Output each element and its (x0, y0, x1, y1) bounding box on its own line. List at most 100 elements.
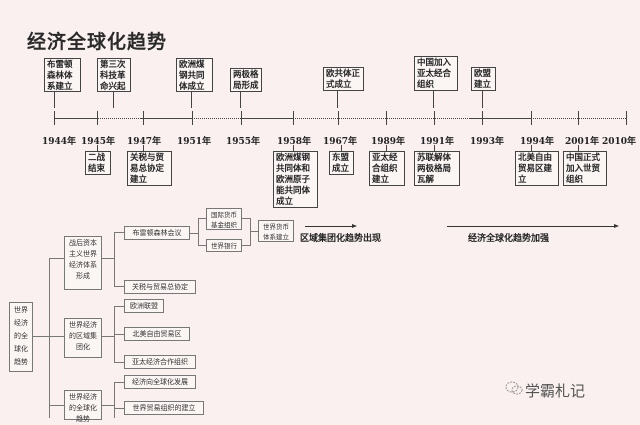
year-label: 1993年 (470, 137, 505, 147)
year-label: 1991年 (420, 137, 455, 147)
year-label: 1958年 (277, 137, 312, 147)
tree-node-nafta: 北美自由贸易区 (124, 327, 190, 341)
tick (338, 111, 339, 125)
tree-line (102, 336, 114, 337)
tick (241, 111, 242, 125)
year-label: 1967年 (323, 137, 358, 147)
event-box-1951: 欧洲煤钢共同体成立 (176, 58, 213, 92)
year-label: 1944年 (42, 137, 77, 147)
tree-branch-global: 世界经济的全球化趋势 (64, 390, 102, 423)
regional-trend-label: 区域集团化趋势出现 (300, 234, 382, 244)
year-label: 1994年 (520, 137, 555, 147)
tree-node-gatt: 关税与贸易总协定 (124, 280, 196, 294)
event-box-2001-below: 中国正式加入世贸组织 (563, 151, 607, 186)
tree-root: 世界经济的全球化趋势 (9, 302, 33, 372)
wechat-icon (505, 381, 523, 395)
tick (626, 111, 627, 125)
tree-line (49, 336, 64, 337)
connector (143, 145, 144, 151)
connector (97, 145, 98, 151)
global-trend-label: 经济全球化趋势加强 (468, 234, 550, 244)
tree-line (198, 245, 206, 246)
year-label: 1947年 (127, 137, 162, 147)
connector (240, 92, 241, 108)
event-box-1991: 中国加入亚太经合组织 (414, 56, 458, 91)
event-box-1947-below: 关税与贸易总协定建立 (127, 151, 172, 186)
tree-branch-regional: 世界经济的区域集团化 (64, 318, 102, 358)
tree-line (198, 218, 199, 245)
tree-node-world-bank: 世界银行 (206, 239, 242, 252)
event-box-1993: 欧盟建立 (471, 67, 496, 91)
connector (482, 91, 483, 108)
year-label: 1955年 (226, 137, 261, 147)
tree-node-monetary-system: 世界货币体系建立 (258, 220, 294, 242)
tree-line (49, 405, 64, 406)
trend-arrow (447, 224, 619, 228)
tree-node-eu: 欧洲联盟 (124, 299, 164, 313)
event-box-1945: 第三次科技革命兴起 (97, 58, 131, 92)
timeline-axis (97, 118, 141, 119)
tree-line (49, 258, 64, 259)
event-box-1944: 布雷顿森林体系建立 (44, 58, 81, 92)
tick (192, 111, 193, 125)
tree-line (114, 408, 124, 409)
connector (113, 92, 114, 108)
timeline-axis (141, 118, 191, 119)
year-label: 1989年 (371, 137, 406, 147)
tick (293, 111, 294, 125)
tree-line (242, 218, 250, 219)
tick (531, 111, 532, 125)
connector (434, 145, 435, 151)
connector (191, 92, 192, 108)
tree-line (114, 232, 115, 286)
tree-line (242, 245, 250, 246)
tree-line (198, 218, 206, 219)
page-title: 经济全球化趋势 (27, 31, 168, 53)
event-box-1989-below: 亚太经合组织建立 (369, 151, 405, 186)
tree-line (114, 286, 124, 287)
tree-line (250, 218, 251, 246)
year-label: 2010年 (602, 137, 637, 147)
event-box-1945-below: 二战结束 (85, 151, 111, 175)
tick (578, 111, 579, 125)
tree-branch-postwar: 战后资本主义世界经济体系形成 (64, 236, 102, 290)
tree-node-apec: 亚太经济合作组织 (124, 355, 196, 369)
connector (531, 145, 532, 151)
tree-line (114, 382, 115, 418)
connector (433, 91, 434, 108)
timeline-axis (191, 118, 241, 119)
connector (341, 145, 342, 151)
event-box-1967-below: 东盟成立 (329, 151, 354, 175)
year-label: 1945年 (81, 137, 116, 147)
timeline-axis (241, 118, 293, 119)
tree-line (114, 382, 124, 383)
tree-line (114, 232, 124, 233)
tick (143, 111, 144, 125)
tick (434, 111, 435, 125)
tick (54, 111, 55, 125)
tree-node-globalization: 经济向全球化发展 (124, 375, 196, 389)
connector (54, 92, 55, 108)
event-box-1991-below: 苏联解体两极格局瓦解 (414, 151, 460, 186)
watermark: 学霸札记 (525, 382, 586, 400)
tree-line (49, 258, 50, 418)
event-box-1967: 欧共体正式成立 (323, 67, 364, 91)
tree-node-bretton-woods: 布雷顿森林会议 (124, 226, 190, 240)
tree-line (102, 258, 114, 259)
tick (97, 111, 98, 125)
tree-line (102, 405, 114, 406)
connector (578, 145, 579, 151)
connector (293, 145, 294, 151)
tree-node-imf: 国际货币基金组织 (206, 208, 242, 230)
tree-line (114, 362, 124, 363)
event-box-1955: 两极格局形成 (230, 68, 262, 92)
tree-line (114, 306, 124, 307)
timeline-axis (470, 118, 530, 119)
year-label: 1951年 (177, 137, 212, 147)
timeline-axis (54, 118, 97, 119)
tree-line (114, 334, 124, 335)
tick (482, 111, 483, 125)
tree-line (250, 231, 258, 232)
tree-line (33, 336, 49, 337)
timeline-axis (293, 118, 530, 119)
